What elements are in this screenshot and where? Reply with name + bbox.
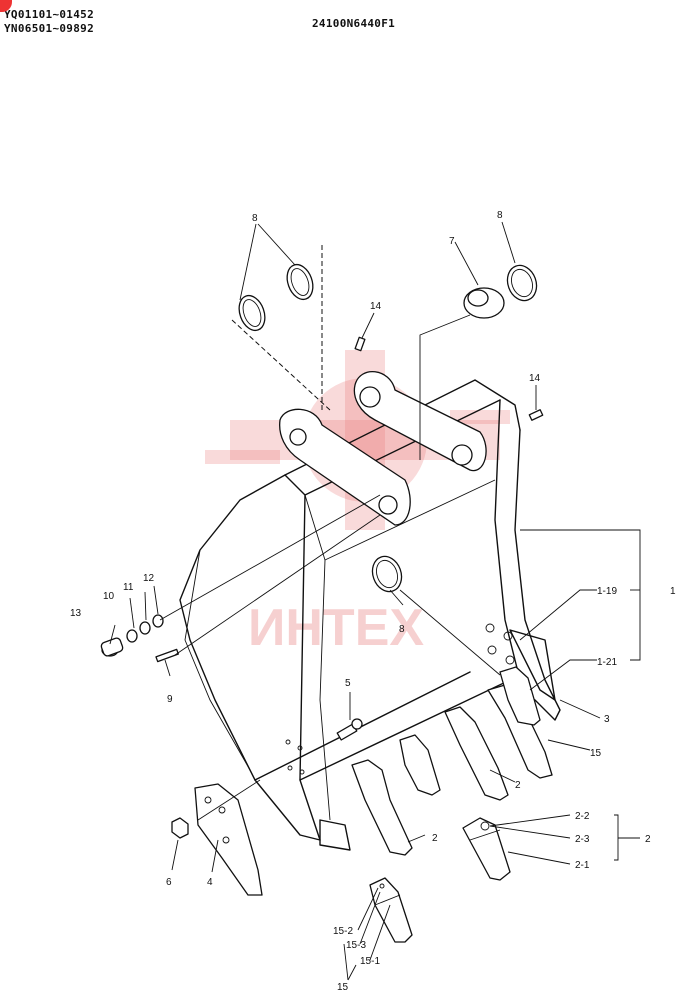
bushing-part-7 — [463, 287, 505, 319]
tooth-part-15 — [369, 877, 413, 943]
callout-6: 6 — [166, 877, 172, 888]
pins-part-14 — [354, 336, 544, 421]
drawing-number: 24100N6440F1 — [312, 17, 396, 30]
callout-10: 10 — [103, 591, 115, 602]
watermark-text: ИНТЕХ — [248, 599, 424, 657]
callout-2-2: 2-2 — [575, 811, 590, 822]
callout-7: 7 — [449, 236, 455, 247]
callout-5: 5 — [345, 678, 351, 689]
callout-2-adapter: 2 — [515, 780, 521, 791]
callout-13: 13 — [70, 608, 82, 619]
callout-1-21: 1-21 — [597, 657, 617, 668]
nut-part-6 — [171, 817, 189, 839]
callout-2-1: 2-1 — [575, 860, 590, 871]
callout-2-3: 2-3 — [575, 834, 590, 845]
callout-14-top: 14 — [370, 301, 382, 312]
pin-part-9 — [155, 648, 180, 663]
callout-15-3: 15-3 — [346, 940, 366, 951]
side-cutter-part-4 — [194, 783, 263, 896]
callout-8-right: 8 — [497, 210, 503, 221]
callout-4: 4 — [207, 877, 213, 888]
callout-14-right: 14 — [529, 373, 541, 384]
callout-15-2: 15-2 — [333, 926, 353, 937]
o-rings-part-8 — [238, 263, 538, 593]
callout-8-left: 8 — [252, 213, 258, 224]
callout-2-tooth: 2 — [432, 833, 438, 844]
callout-15-1: 15-1 — [360, 956, 380, 967]
bolt-part-13 — [100, 637, 124, 657]
callout-12: 12 — [143, 573, 155, 584]
callout-8-middle: 8 — [399, 624, 405, 635]
serial-range-2: YN06501~09892 — [4, 22, 94, 35]
callout-9: 9 — [167, 694, 173, 705]
callout-labels: 8 8 7 14 14 8 13 10 11 12 9 5 6 4 2 2 15… — [70, 210, 676, 993]
callout-15-right: 15 — [590, 748, 602, 759]
serial-range-1: YQ01101~01452 — [4, 8, 94, 21]
callout-11: 11 — [123, 582, 134, 593]
callout-1-19: 1-19 — [597, 586, 617, 597]
callout-3: 3 — [604, 714, 610, 725]
washers-parts-10-11-12 — [126, 614, 164, 643]
bucket-body — [179, 379, 561, 851]
corner-marker-icon — [0, 0, 12, 12]
side-holes — [285, 623, 515, 775]
teeth-and-adapters — [351, 666, 553, 881]
bolt-part-5 — [336, 718, 363, 741]
callout-15-bottom: 15 — [337, 982, 349, 993]
callout-1: 1 — [670, 586, 676, 597]
leader-lines — [109, 221, 641, 981]
callout-2-assembly: 2 — [645, 834, 651, 845]
